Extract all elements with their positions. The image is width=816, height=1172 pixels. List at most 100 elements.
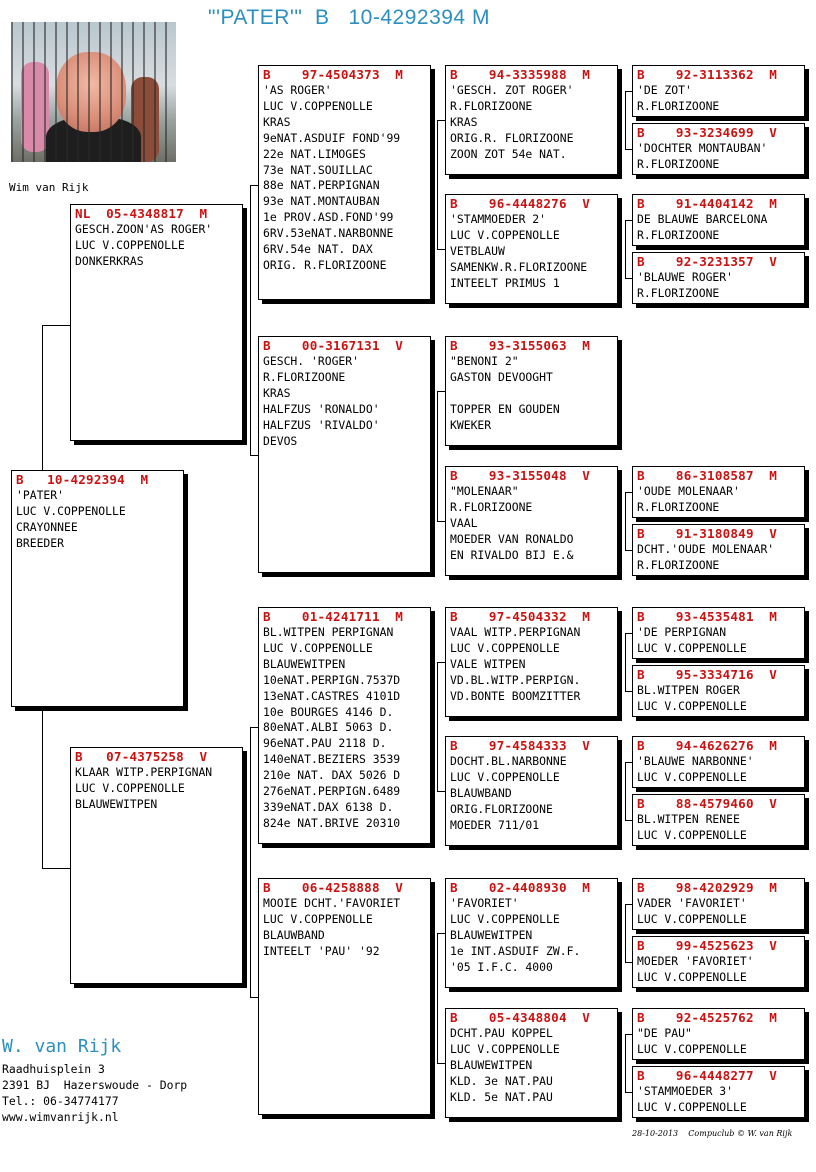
pigeon-detail-line: LUC V.COPPENOLLE — [450, 1041, 560, 1056]
pigeon-detail-line: LUC V.COPPENOLLE — [263, 640, 373, 655]
pigeon-detail-line: BLAUWEWITPEN — [450, 1057, 533, 1072]
pigeon-detail-line: LUC V.COPPENOLLE — [75, 237, 185, 252]
pigeon-detail-line: VADER 'FAVORIET' — [637, 896, 747, 910]
connector-line — [250, 185, 258, 186]
connector-line — [625, 1034, 626, 1092]
connector-line — [437, 662, 438, 791]
pigeon-detail-line: 1e PROV.ASD.FOND'99 — [263, 210, 394, 225]
pigeon-ring-number: B 06-4258888 V — [263, 880, 404, 895]
pigeon-ring-number: B 94-4626276 M — [637, 738, 778, 753]
pigeon-detail-line: 1e INT.ASDUIF ZW.F. — [450, 943, 581, 958]
pigeon-detail-line: ORIG.R. FLORIZOONE — [450, 130, 574, 145]
connector-line — [42, 325, 43, 470]
pigeon-detail-line: VAAL WITP.PERPIGNAN — [450, 625, 581, 639]
pigeon-detail-line: BLAUWBAND — [450, 785, 512, 800]
connector-line — [625, 691, 632, 692]
connector-line — [625, 904, 632, 905]
pigeon-detail-line: R.FLORIZOONE — [450, 499, 533, 514]
pigeon-ring-number: B 91-3180849 V — [637, 526, 778, 541]
pigeon-detail-line: CRAYONNEE — [16, 519, 78, 534]
pigeon-detail-line: 10eNAT.PERPIGN.7537D — [263, 672, 401, 687]
pigeon-detail-line: R.FLORIZOONE — [263, 369, 346, 384]
connector-line — [437, 1063, 445, 1064]
pigeon-detail-line: ZOON ZOT 54e NAT. — [450, 146, 567, 161]
pigeon-detail-line: LUC V.COPPENOLLE — [263, 98, 373, 113]
connector-line — [625, 278, 632, 279]
connector-line — [625, 962, 632, 963]
pigeon-detail-line: 'DE ZOT' — [637, 83, 692, 97]
credit-line: 28-10-2013 Compuclub © W. van Rijk — [632, 1129, 793, 1138]
connector-line — [437, 249, 445, 250]
pigeon-detail-line: ORIG. R.FLORIZOONE — [263, 257, 387, 272]
pigeon-detail-line: DEVOS — [263, 433, 298, 448]
pigeon-ring-number: B 93-3155048 V — [450, 468, 591, 483]
pigeon-ring-number: B 92-4525762 M — [637, 1010, 778, 1025]
footer-name: W. van Rijk — [2, 1036, 122, 1057]
pigeon-ring-number: B 10-4292394 M — [16, 472, 149, 487]
pigeon-detail-line: LUC V.COPPENOLLE — [637, 769, 747, 784]
pigeon-detail-line: R.FLORIZOONE — [450, 98, 533, 113]
pigeon-detail-line: 'BLAUWE ROGER' — [637, 270, 734, 284]
pigeon-detail-line: 'GESCH. ZOT ROGER' — [450, 83, 574, 97]
pigeon-detail-line: 10e BOURGES 4146 D. — [263, 704, 394, 719]
connector-line — [625, 91, 632, 92]
pigeon-detail-line: 'FAVORIET' — [450, 896, 519, 910]
connector-line — [625, 633, 632, 634]
pigeon-ring-number: B 91-4404142 M — [637, 196, 778, 211]
pigeon-card-mmf: B 02-4408930 M'FAVORIET'LUC V.COPPENOLLE… — [445, 878, 618, 988]
connector-line — [250, 455, 258, 456]
connector-line — [42, 711, 43, 868]
pigeon-detail-line: BLAUWEWITPEN — [75, 796, 158, 811]
pigeon-ring-number: B 01-4241711 M — [263, 609, 404, 624]
connector-line — [437, 120, 438, 249]
pigeon-detail-line: LUC V.COPPENOLLE — [637, 640, 747, 655]
pigeon-detail-line: R.FLORIZOONE — [637, 227, 720, 242]
pigeon-detail-line: LUC V.COPPENOLLE — [450, 911, 560, 926]
pigeon-ring-number: B 02-4408930 M — [450, 880, 591, 895]
footer-website[interactable]: www.wimvanrijk.nl — [2, 1110, 119, 1124]
pigeon-detail-line: INTEELT 'PAU' '92 — [263, 943, 380, 958]
pigeon-detail-line: LUC V.COPPENOLLE — [637, 1099, 747, 1114]
pigeon-detail-line: 140eNAT.BEZIERS 3539 — [263, 752, 401, 767]
connector-line — [437, 521, 445, 522]
pigeon-detail-line: 22e NAT.LIMOGES — [263, 146, 366, 161]
connector-line — [437, 391, 438, 521]
pigeon-detail-line: BLAUWEWITPEN — [263, 656, 346, 671]
connector-line — [625, 220, 632, 221]
pigeon-detail-line: 'BLAUWE NARBONNE' — [637, 754, 754, 768]
pigeon-detail-line: 9eNAT.ASDUIF FOND'99 — [263, 130, 401, 145]
pigeon-ring-number: B 99-4525623 V — [637, 938, 778, 953]
page-title: "'PATER'" B 10-4292394 M — [208, 6, 490, 29]
pigeon-detail-line: 'STAMMOEDER 2' — [450, 212, 547, 226]
connector-line — [625, 904, 626, 962]
owner-caption: Wim van Rijk — [9, 181, 89, 194]
pigeon-detail-line: "MOLENAAR" — [450, 484, 519, 498]
connector-line — [437, 933, 438, 1063]
pigeon-detail-line: 339eNAT.DAX 6138 D. — [263, 799, 394, 814]
owner-photo — [11, 22, 176, 162]
pigeon-detail-line: 73e NAT.SOUILLAC — [263, 162, 373, 177]
connector-line — [250, 727, 258, 728]
connector-line — [437, 662, 445, 663]
pigeon-detail-line: 'STAMMOEDER 3' — [637, 1084, 734, 1098]
pigeon-detail-line: VD.BONTE BOOMZITTER — [450, 688, 581, 703]
pigeon-detail-line: MOEDER 711/01 — [450, 817, 540, 832]
pigeon-detail-line: KRAS — [263, 385, 291, 400]
connector-line — [42, 868, 70, 869]
pigeon-detail-line: VETBLAUW — [450, 243, 505, 258]
connector-line — [625, 820, 632, 821]
pigeon-card-ff: B 97-4504373 M'AS ROGER'LUC V.COPPENOLLE… — [258, 65, 431, 300]
connector-line — [625, 1034, 632, 1035]
pigeon-detail-line: GESCH.ZOON'AS ROGER' — [75, 222, 213, 236]
pigeon-detail-line: BL.WITPEN PERPIGNAN — [263, 625, 394, 639]
pigeon-detail-line: TOPPER EN GOUDEN — [450, 401, 560, 416]
pigeon-detail-line: SAMENKW.R.FLORIZOONE — [450, 259, 588, 274]
pigeon-detail-line: INTEELT PRIMUS 1 — [450, 275, 560, 290]
pigeon-detail-line: 'OUDE MOLENAAR' — [637, 484, 740, 498]
pigeon-detail-line: 'AS ROGER' — [263, 83, 332, 97]
footer-city: 2391 BJ Hazerswoude - Dorp — [2, 1078, 188, 1092]
pigeon-detail-line: KRAS — [450, 114, 478, 129]
